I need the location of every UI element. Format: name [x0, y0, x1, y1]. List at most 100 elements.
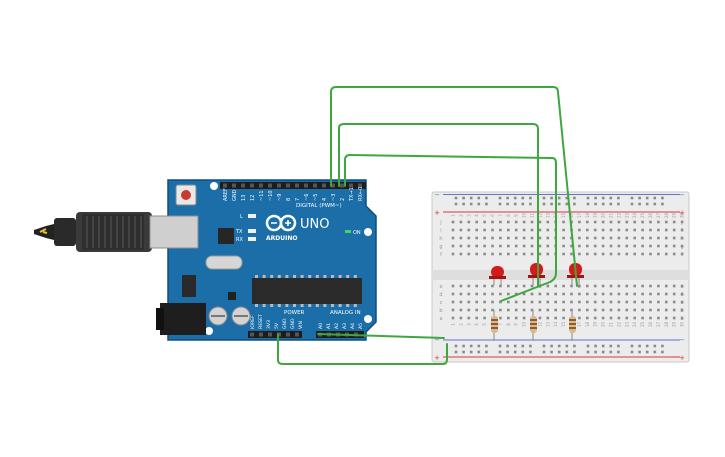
breadboard-hole[interactable]: [454, 202, 458, 206]
breadboard-hole[interactable]: [507, 292, 510, 296]
breadboard-hole[interactable]: [601, 316, 605, 320]
breadboard-hole[interactable]: [657, 292, 660, 296]
breadboard-hole[interactable]: [483, 252, 486, 256]
breadboard-hole[interactable]: [451, 292, 455, 296]
breadboard-hole[interactable]: [649, 236, 652, 240]
breadboard-hole[interactable]: [601, 220, 605, 224]
breadboard-hole[interactable]: [554, 316, 557, 320]
breadboard-hole[interactable]: [477, 202, 481, 206]
breadboard-hole[interactable]: [649, 228, 652, 232]
breadboard-hole[interactable]: [570, 292, 573, 296]
breadboard-hole[interactable]: [593, 308, 597, 312]
digital-pin-hole[interactable]: [277, 183, 281, 188]
breadboard-hole[interactable]: [665, 244, 668, 248]
breadboard-hole[interactable]: [550, 196, 553, 200]
breadboard-hole[interactable]: [672, 284, 676, 288]
breadboard-hole[interactable]: [633, 236, 636, 240]
power-pin-hole[interactable]: [259, 332, 263, 337]
breadboard-hole[interactable]: [459, 308, 463, 312]
breadboard-hole[interactable]: [586, 244, 589, 248]
breadboard-hole[interactable]: [657, 308, 660, 312]
breadboard-hole[interactable]: [625, 236, 629, 240]
breadboard-hole[interactable]: [672, 292, 676, 296]
breadboard-hole[interactable]: [680, 316, 684, 320]
breadboard-hole[interactable]: [491, 228, 494, 232]
breadboard-hole[interactable]: [630, 202, 634, 206]
breadboard-hole[interactable]: [475, 284, 478, 288]
breadboard-hole[interactable]: [514, 228, 518, 232]
breadboard-hole[interactable]: [645, 196, 649, 200]
breadboard-hole[interactable]: [661, 344, 664, 348]
breadboard-hole[interactable]: [617, 220, 621, 224]
breadboard-hole[interactable]: [617, 316, 621, 320]
breadboard-hole[interactable]: [451, 284, 455, 288]
breadboard-hole[interactable]: [578, 292, 581, 296]
breadboard-hole[interactable]: [451, 220, 455, 224]
breadboard-hole[interactable]: [593, 228, 597, 232]
breadboard-hole[interactable]: [485, 202, 488, 206]
breadboard-hole[interactable]: [593, 244, 597, 248]
breadboard-hole[interactable]: [546, 300, 550, 304]
breadboard-hole[interactable]: [617, 300, 621, 304]
breadboard-hole[interactable]: [578, 220, 581, 224]
breadboard-hole[interactable]: [506, 196, 509, 200]
breadboard-hole[interactable]: [641, 244, 644, 248]
breadboard-hole[interactable]: [649, 300, 652, 304]
breadboard-hole[interactable]: [649, 244, 652, 248]
breadboard-hole[interactable]: [661, 202, 664, 206]
power-pin-hole[interactable]: [286, 332, 290, 337]
breadboard-hole[interactable]: [499, 316, 502, 320]
breadboard-hole[interactable]: [499, 292, 502, 296]
breadboard-hole[interactable]: [565, 344, 569, 348]
breadboard-hole[interactable]: [653, 196, 657, 200]
breadboard-hole[interactable]: [499, 308, 502, 312]
breadboard-hole[interactable]: [617, 196, 620, 200]
breadboard-hole[interactable]: [665, 228, 668, 232]
breadboard-hole[interactable]: [570, 300, 573, 304]
breadboard-hole[interactable]: [617, 292, 621, 296]
breadboard-hole[interactable]: [641, 316, 644, 320]
breadboard-hole[interactable]: [530, 292, 534, 296]
breadboard-hole[interactable]: [633, 308, 636, 312]
breadboard-hole[interactable]: [514, 220, 518, 224]
breadboard-hole[interactable]: [565, 196, 569, 200]
breadboard-hole[interactable]: [625, 252, 629, 256]
breadboard-hole[interactable]: [467, 316, 471, 320]
breadboard-hole[interactable]: [475, 228, 478, 232]
breadboard-hole[interactable]: [554, 300, 557, 304]
breadboard-hole[interactable]: [593, 252, 597, 256]
breadboard-hole[interactable]: [661, 196, 664, 200]
breadboard-hole[interactable]: [529, 350, 532, 354]
breadboard-hole[interactable]: [469, 202, 473, 206]
breadboard-hole[interactable]: [459, 228, 463, 232]
breadboard-hole[interactable]: [609, 244, 613, 248]
breadboard-hole[interactable]: [594, 344, 597, 348]
breadboard-hole[interactable]: [507, 308, 510, 312]
breadboard-hole[interactable]: [562, 292, 565, 296]
breadboard-hole[interactable]: [451, 308, 455, 312]
breadboard-hole[interactable]: [451, 244, 455, 248]
breadboard-hole[interactable]: [507, 244, 510, 248]
breadboard-hole[interactable]: [609, 228, 613, 232]
breadboard-hole[interactable]: [573, 202, 576, 206]
breadboard-hole[interactable]: [546, 244, 550, 248]
breadboard-hole[interactable]: [483, 244, 486, 248]
breadboard-hole[interactable]: [617, 308, 621, 312]
breadboard-hole[interactable]: [475, 220, 478, 224]
reset-button-cap[interactable]: [181, 190, 191, 200]
breadboard-hole[interactable]: [578, 252, 581, 256]
digital-pin-hole[interactable]: [313, 183, 317, 188]
breadboard-hole[interactable]: [557, 202, 561, 206]
breadboard-hole[interactable]: [557, 344, 561, 348]
breadboard-hole[interactable]: [459, 244, 463, 248]
breadboard-hole[interactable]: [601, 228, 605, 232]
breadboard-hole[interactable]: [593, 292, 597, 296]
breadboard-hole[interactable]: [506, 344, 509, 348]
breadboard-hole[interactable]: [462, 344, 465, 348]
breadboard-hole[interactable]: [459, 300, 463, 304]
resistor-1[interactable]: [491, 310, 498, 341]
digital-pin-hole[interactable]: [295, 183, 299, 188]
breadboard-hole[interactable]: [550, 202, 553, 206]
breadboard-hole[interactable]: [462, 196, 465, 200]
